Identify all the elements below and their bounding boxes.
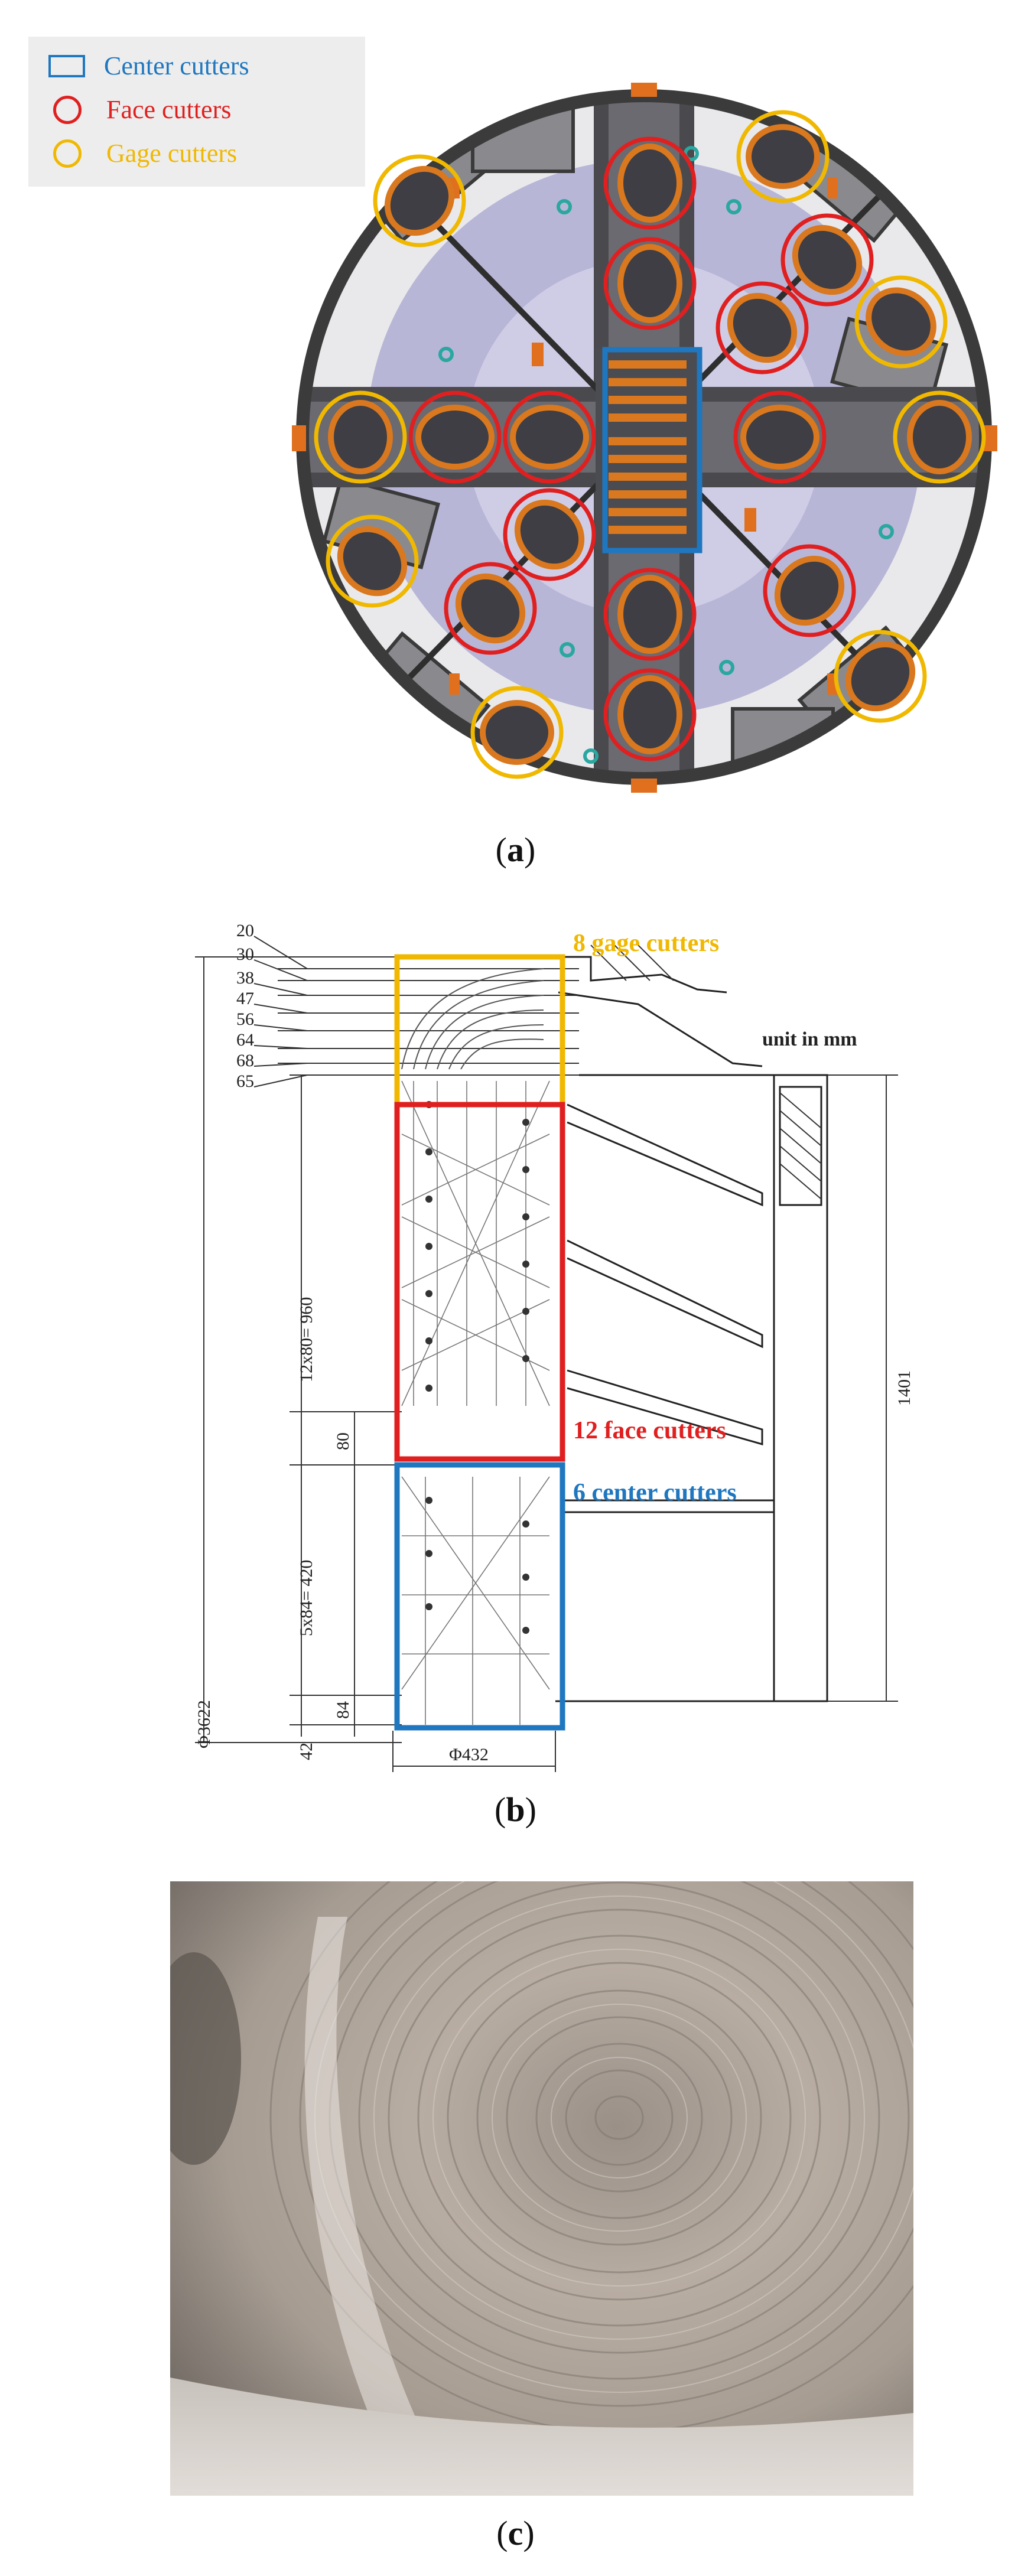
figure-b-panel: 20 30 38 47 56 64 68 65 12x80= 960 80 5x… [0, 910, 1031, 1772]
stack-dim-label: 65 [236, 1072, 254, 1091]
dim-face-span: 12x80= 960 [297, 1297, 316, 1382]
gage-cutter-body [907, 400, 972, 474]
figure-c-caption-letter: c [508, 2514, 523, 2552]
unit-label: unit in mm [762, 1028, 857, 1050]
face-cutter-body [727, 292, 798, 363]
gage-cutters-label: 8 gage cutters [573, 930, 719, 957]
gage-cutter-marker [893, 390, 986, 484]
stack-dim-label: 47 [236, 989, 254, 1008]
gage-cutter-body [866, 287, 936, 357]
figure-a-legend: Center cutters Face cutters Gage cutters [28, 37, 365, 187]
gage-cutter-marker [373, 154, 466, 247]
face-cutter-body [617, 575, 682, 654]
gage-cutter-body [337, 526, 408, 597]
dim-432: Φ432 [449, 1745, 489, 1764]
figure-c-caption: (c) [496, 2514, 535, 2552]
cutter-layout-drawing: 20 30 38 47 56 64 68 65 12x80= 960 80 5x… [194, 921, 914, 1772]
legend-item-gage: Gage cutters [48, 138, 237, 168]
gage-cutter-marker [470, 686, 564, 779]
face-cutter-marker [503, 488, 596, 581]
legend-item-center: Center cutters [48, 51, 249, 81]
face-cutter-marker [503, 390, 596, 484]
face-cutter-body [415, 405, 495, 470]
face-cutter-body [455, 573, 526, 644]
stack-dim-label: 20 [236, 921, 254, 940]
face-cutter-body [514, 499, 585, 570]
center-cutters-label: 6 center cutters [573, 1479, 737, 1506]
stack-dim-label: 64 [236, 1030, 254, 1050]
center-cutters-box-b [394, 1462, 565, 1731]
figure-c-panel [170, 1881, 913, 2496]
dim-diameter: Φ3622 [194, 1700, 214, 1748]
gage-cutter-body [384, 165, 455, 236]
figure-b-caption-letter: b [506, 1790, 525, 1829]
legend-label-gage: Gage cutters [106, 139, 238, 168]
gage-cutter-marker [314, 390, 407, 484]
face-cutter-marker [603, 568, 697, 661]
figure-a-panel: Center cutters Face cutters Gage cutters [0, 0, 1031, 827]
face-cutter-body [740, 405, 819, 470]
gage-cutter-body [480, 700, 554, 765]
face-cutter-body [617, 675, 682, 754]
face-cutter-swatch [53, 95, 82, 124]
face-cutters-label: 12 face cutters [573, 1417, 726, 1444]
face-cutter-marker [780, 213, 874, 307]
face-cutter-body [774, 555, 845, 626]
gage-cutter-swatch [53, 139, 82, 168]
gage-cutter-body [845, 641, 916, 712]
stack-dim-label: 68 [236, 1051, 254, 1070]
dim-84: 84 [333, 1701, 353, 1719]
legend-label-center: Center cutters [104, 51, 249, 80]
stack-dim-label: 56 [236, 1009, 254, 1029]
face-cutter-marker [715, 281, 809, 374]
face-cutter-marker [444, 562, 537, 655]
center-cutters-box [602, 347, 702, 553]
face-cutter-marker [733, 390, 827, 484]
dim-height: 1401 [895, 1370, 914, 1406]
figure-a-caption-letter: a [507, 831, 524, 869]
cutterhead-front-view [292, 83, 997, 793]
figure-b-caption: (b) [495, 1790, 536, 1829]
gage-cutter-marker [834, 630, 927, 723]
gage-cutter-body [328, 400, 393, 474]
face-cutter-body [617, 244, 682, 323]
dim-80: 80 [333, 1432, 353, 1450]
stack-dim-label: 30 [236, 945, 254, 964]
figure-a-caption: (a) [495, 831, 536, 869]
face-cutter-marker [603, 237, 697, 330]
tunnel-face-photo [170, 1881, 913, 2496]
gage-cutter-marker [854, 275, 948, 369]
face-cutter-body [510, 405, 589, 470]
face-cutter-marker [763, 544, 856, 637]
face-cutter-body [617, 144, 682, 223]
face-cutters-box [394, 1102, 565, 1462]
stack-dim-label: 38 [236, 968, 254, 988]
face-cutter-body [792, 224, 863, 295]
face-cutter-marker [603, 668, 697, 761]
gage-cutter-marker [736, 110, 830, 203]
gage-cutter-marker [326, 514, 419, 608]
face-cutter-marker [603, 136, 697, 230]
dim-center-span: 5x84= 420 [297, 1560, 316, 1636]
legend-label-face: Face cutters [106, 95, 232, 124]
center-cutter-swatch [48, 54, 85, 77]
gage-cutter-body [746, 124, 820, 189]
face-cutter-marker [408, 390, 502, 484]
dim-42: 42 [297, 1743, 316, 1760]
legend-item-face: Face cutters [48, 95, 231, 125]
